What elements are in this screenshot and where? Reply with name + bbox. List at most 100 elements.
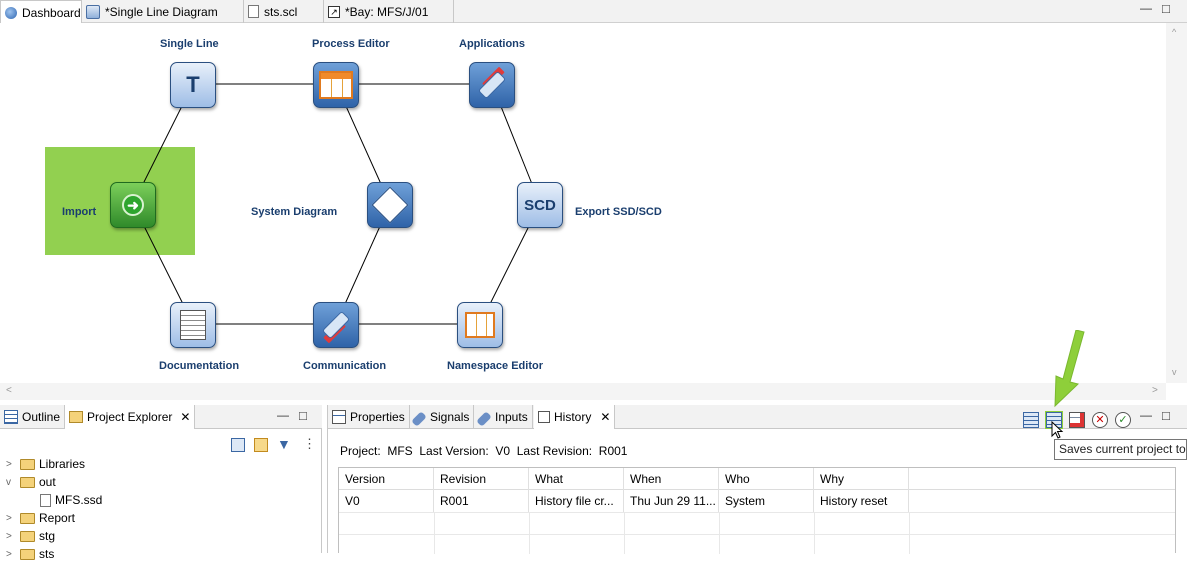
- scd-export-icon: SCD: [524, 196, 556, 214]
- delete-version-icon[interactable]: ✕: [1092, 412, 1108, 428]
- plug-icon: [477, 70, 507, 100]
- namespace-editor-node[interactable]: [457, 302, 503, 348]
- tab-properties[interactable]: Properties: [328, 405, 410, 429]
- tab-inputs[interactable]: Inputs: [473, 405, 533, 429]
- editor-tab-bar: Dashboard *Single Line Diagram sts.scl ↗…: [0, 0, 1187, 24]
- column-header-version[interactable]: Version: [339, 468, 434, 490]
- column-divider: [719, 512, 720, 554]
- export-node[interactable]: SCD: [517, 182, 563, 228]
- document-pen-icon: [180, 310, 206, 340]
- tree-item-label: out: [39, 475, 56, 489]
- right-maximize-button[interactable]: □: [1162, 408, 1170, 423]
- chevron-right-icon[interactable]: >: [6, 458, 12, 470]
- import-node[interactable]: ➜: [110, 182, 156, 228]
- row-divider: [339, 534, 1175, 535]
- right-minimize-button[interactable]: —: [1140, 408, 1152, 422]
- tab-dashboard[interactable]: Dashboard: [0, 0, 82, 24]
- tab-bay[interactable]: ↗ *Bay: MFS/J/01: [324, 0, 454, 23]
- tab-label: Outline: [22, 410, 61, 424]
- connector-icon: [321, 310, 351, 340]
- tab-label: Inputs: [495, 410, 528, 424]
- horizontal-scrollbar[interactable]: < >: [0, 383, 1166, 400]
- project-explorer-panel: Outline Project Explorer ✕ — □ ▼ ⋮ > Lib…: [0, 405, 322, 561]
- process-editor-label: Process Editor: [312, 38, 390, 50]
- maximize-button[interactable]: □: [1162, 1, 1170, 16]
- documentation-node[interactable]: [170, 302, 216, 348]
- tab-label: Signals: [430, 410, 470, 424]
- tree-item-sts[interactable]: > sts: [6, 545, 54, 563]
- tree-item-label: stg: [39, 529, 56, 543]
- namespace-editor-label: Namespace Editor: [447, 360, 543, 372]
- tab-history[interactable]: History ✕: [534, 405, 616, 429]
- column-divider: [434, 512, 435, 554]
- close-icon[interactable]: ✕: [600, 410, 611, 424]
- left-minimize-button[interactable]: —: [277, 408, 289, 422]
- chevron-right-icon[interactable]: >: [6, 530, 12, 542]
- scroll-down-arrow[interactable]: v: [1172, 367, 1177, 377]
- link-with-editor-icon[interactable]: [254, 438, 268, 452]
- row-divider: [339, 512, 1175, 513]
- project-explorer-icon: [69, 411, 83, 423]
- folder-icon: [20, 530, 35, 542]
- scroll-right-arrow[interactable]: >: [1152, 385, 1158, 396]
- column-header-why[interactable]: Why: [814, 468, 909, 490]
- namespace-table-icon: [465, 312, 495, 338]
- chevron-right-icon[interactable]: >: [6, 512, 12, 524]
- mouse-cursor-icon: [1051, 421, 1064, 439]
- dashboard-canvas: Single Line T Process Editor Application…: [0, 23, 1187, 401]
- folder-icon: [20, 548, 35, 560]
- system-diagram-node[interactable]: [367, 182, 413, 228]
- view-menu-icon[interactable]: ⋮: [303, 436, 316, 451]
- tree-item-out[interactable]: v out: [6, 473, 56, 491]
- column-header-when[interactable]: When: [624, 468, 719, 490]
- tree-item-libraries[interactable]: > Libraries: [6, 455, 85, 473]
- scroll-up-arrow[interactable]: ^: [1172, 27, 1177, 37]
- tab-outline[interactable]: Outline: [0, 405, 66, 429]
- process-editor-node[interactable]: [313, 62, 359, 108]
- cell-what: History file cr...: [529, 490, 624, 512]
- restore-version-icon[interactable]: [1069, 412, 1085, 428]
- verify-version-icon[interactable]: ✓: [1115, 412, 1131, 428]
- column-header-what[interactable]: What: [529, 468, 624, 490]
- tree-item-label: Report: [39, 511, 76, 525]
- applications-node[interactable]: [469, 62, 515, 108]
- filter-icon[interactable]: ▼: [277, 436, 291, 452]
- minimize-button[interactable]: —: [1140, 1, 1152, 15]
- cell-when: Thu Jun 29 11...: [624, 490, 719, 512]
- table-header-row: Version Revision What When Who Why: [339, 468, 1175, 490]
- column-header-revision[interactable]: Revision: [434, 468, 529, 490]
- dashboard-icon: [5, 6, 17, 19]
- scroll-left-arrow[interactable]: <: [6, 385, 12, 396]
- chevron-right-icon[interactable]: >: [6, 548, 12, 560]
- vertical-scrollbar[interactable]: ^ v: [1166, 23, 1187, 383]
- single-line-label: Single Line: [160, 38, 219, 50]
- cell-who: System: [719, 490, 814, 512]
- tab-signals[interactable]: Signals: [408, 405, 475, 429]
- left-maximize-button[interactable]: □: [299, 408, 307, 423]
- single-line-diagram-icon: T: [186, 72, 200, 97]
- column-header-who[interactable]: Who: [719, 468, 814, 490]
- network-diagram-icon: [371, 186, 409, 224]
- tab-label: History: [554, 410, 592, 424]
- communication-node[interactable]: [313, 302, 359, 348]
- tab-sts-scl[interactable]: sts.scl: [244, 0, 324, 23]
- tree-item-stg[interactable]: > stg: [6, 527, 55, 545]
- collapse-all-icon[interactable]: [231, 438, 245, 452]
- folder-open-icon: [20, 476, 35, 488]
- table-row[interactable]: V0 R001 History file cr... Thu Jun 29 11…: [339, 490, 1175, 512]
- add-version-icon[interactable]: [1023, 412, 1039, 428]
- applications-label: Applications: [459, 38, 526, 50]
- right-panel-tabs: Properties Signals Inputs History ✕ — □: [328, 405, 1187, 429]
- chevron-down-icon[interactable]: v: [6, 476, 11, 488]
- tab-project-explorer[interactable]: Project Explorer ✕: [65, 405, 196, 429]
- history-table: Version Revision What When Who Why V0 R0…: [338, 467, 1176, 554]
- column-divider: [814, 512, 815, 554]
- tree-item-report[interactable]: > Report: [6, 509, 75, 527]
- single-line-node[interactable]: T: [170, 62, 216, 108]
- tree-item-mfs-ssd[interactable]: MFS.ssd: [40, 491, 102, 509]
- tab-label: Properties: [350, 410, 405, 424]
- left-panel-tabs: Outline Project Explorer ✕ — □: [0, 405, 322, 429]
- tab-single-line-diagram[interactable]: *Single Line Diagram: [82, 0, 244, 23]
- export-label: Export SSD/SCD: [575, 206, 662, 218]
- close-icon[interactable]: ✕: [180, 410, 191, 424]
